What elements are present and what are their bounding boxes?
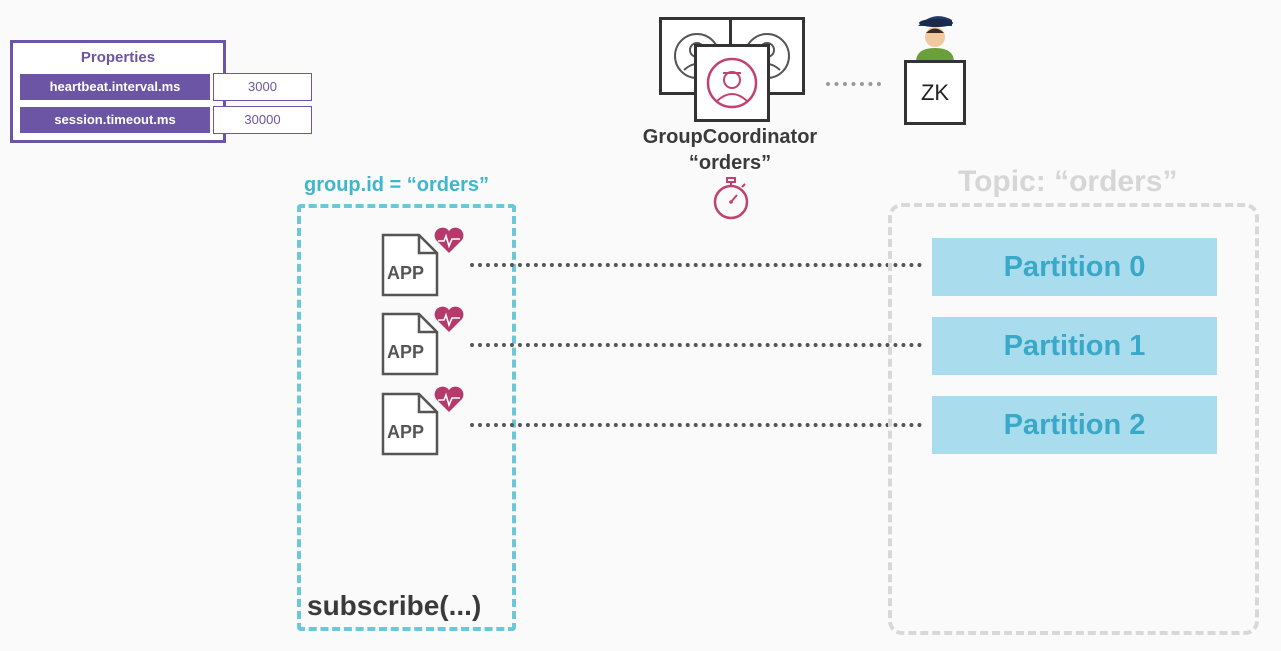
property-value: 30000 <box>213 106 312 134</box>
property-value: 3000 <box>213 73 312 101</box>
partition-0: Partition 0 <box>932 238 1217 296</box>
heartbeat-heart-icon <box>434 227 464 253</box>
partition-1: Partition 1 <box>932 317 1217 375</box>
group-coordinator-label: GroupCoordinator “orders” <box>610 124 850 176</box>
consumer-app: APP <box>381 226 471 300</box>
app-label: APP <box>387 342 425 362</box>
consumer-app: APP <box>381 305 471 379</box>
property-key: heartbeat.interval.ms <box>20 74 210 100</box>
broker-zk-connector <box>826 82 881 86</box>
app-label: APP <box>387 263 425 283</box>
zookeeper-box: ZK <box>904 60 966 125</box>
heartbeat-heart-icon <box>434 306 464 332</box>
topic-box <box>888 203 1259 635</box>
coordinator-group: “orders” <box>688 152 772 174</box>
assignment-connector <box>470 343 922 347</box>
topic-label: Topic: “orders” <box>958 165 1178 198</box>
partition-2: Partition 2 <box>932 396 1217 454</box>
assignment-connector <box>470 263 922 267</box>
consumer-group-box <box>297 204 516 631</box>
app-label: APP <box>387 422 425 442</box>
stopwatch-icon <box>713 177 749 220</box>
assignment-connector <box>470 423 922 427</box>
heartbeat-heart-icon <box>434 386 464 412</box>
app-document-icon <box>381 233 439 297</box>
group-id-label: group.id = “orders” <box>304 174 490 196</box>
coordinator-worker-icon <box>706 57 758 109</box>
consumer-app: APP <box>381 385 471 459</box>
app-document-icon <box>381 312 439 376</box>
app-document-icon <box>381 392 439 456</box>
zookeeper-keeper-icon <box>916 16 954 62</box>
subscribe-call: subscribe(...) <box>307 590 482 621</box>
properties-title: Properties <box>80 49 156 66</box>
property-key: session.timeout.ms <box>20 107 210 133</box>
coordinator-name: GroupCoordinator <box>642 126 818 148</box>
properties-panel: Properties heartbeat.interval.ms 3000 se… <box>10 40 312 143</box>
coordinator-broker-node <box>694 44 770 122</box>
